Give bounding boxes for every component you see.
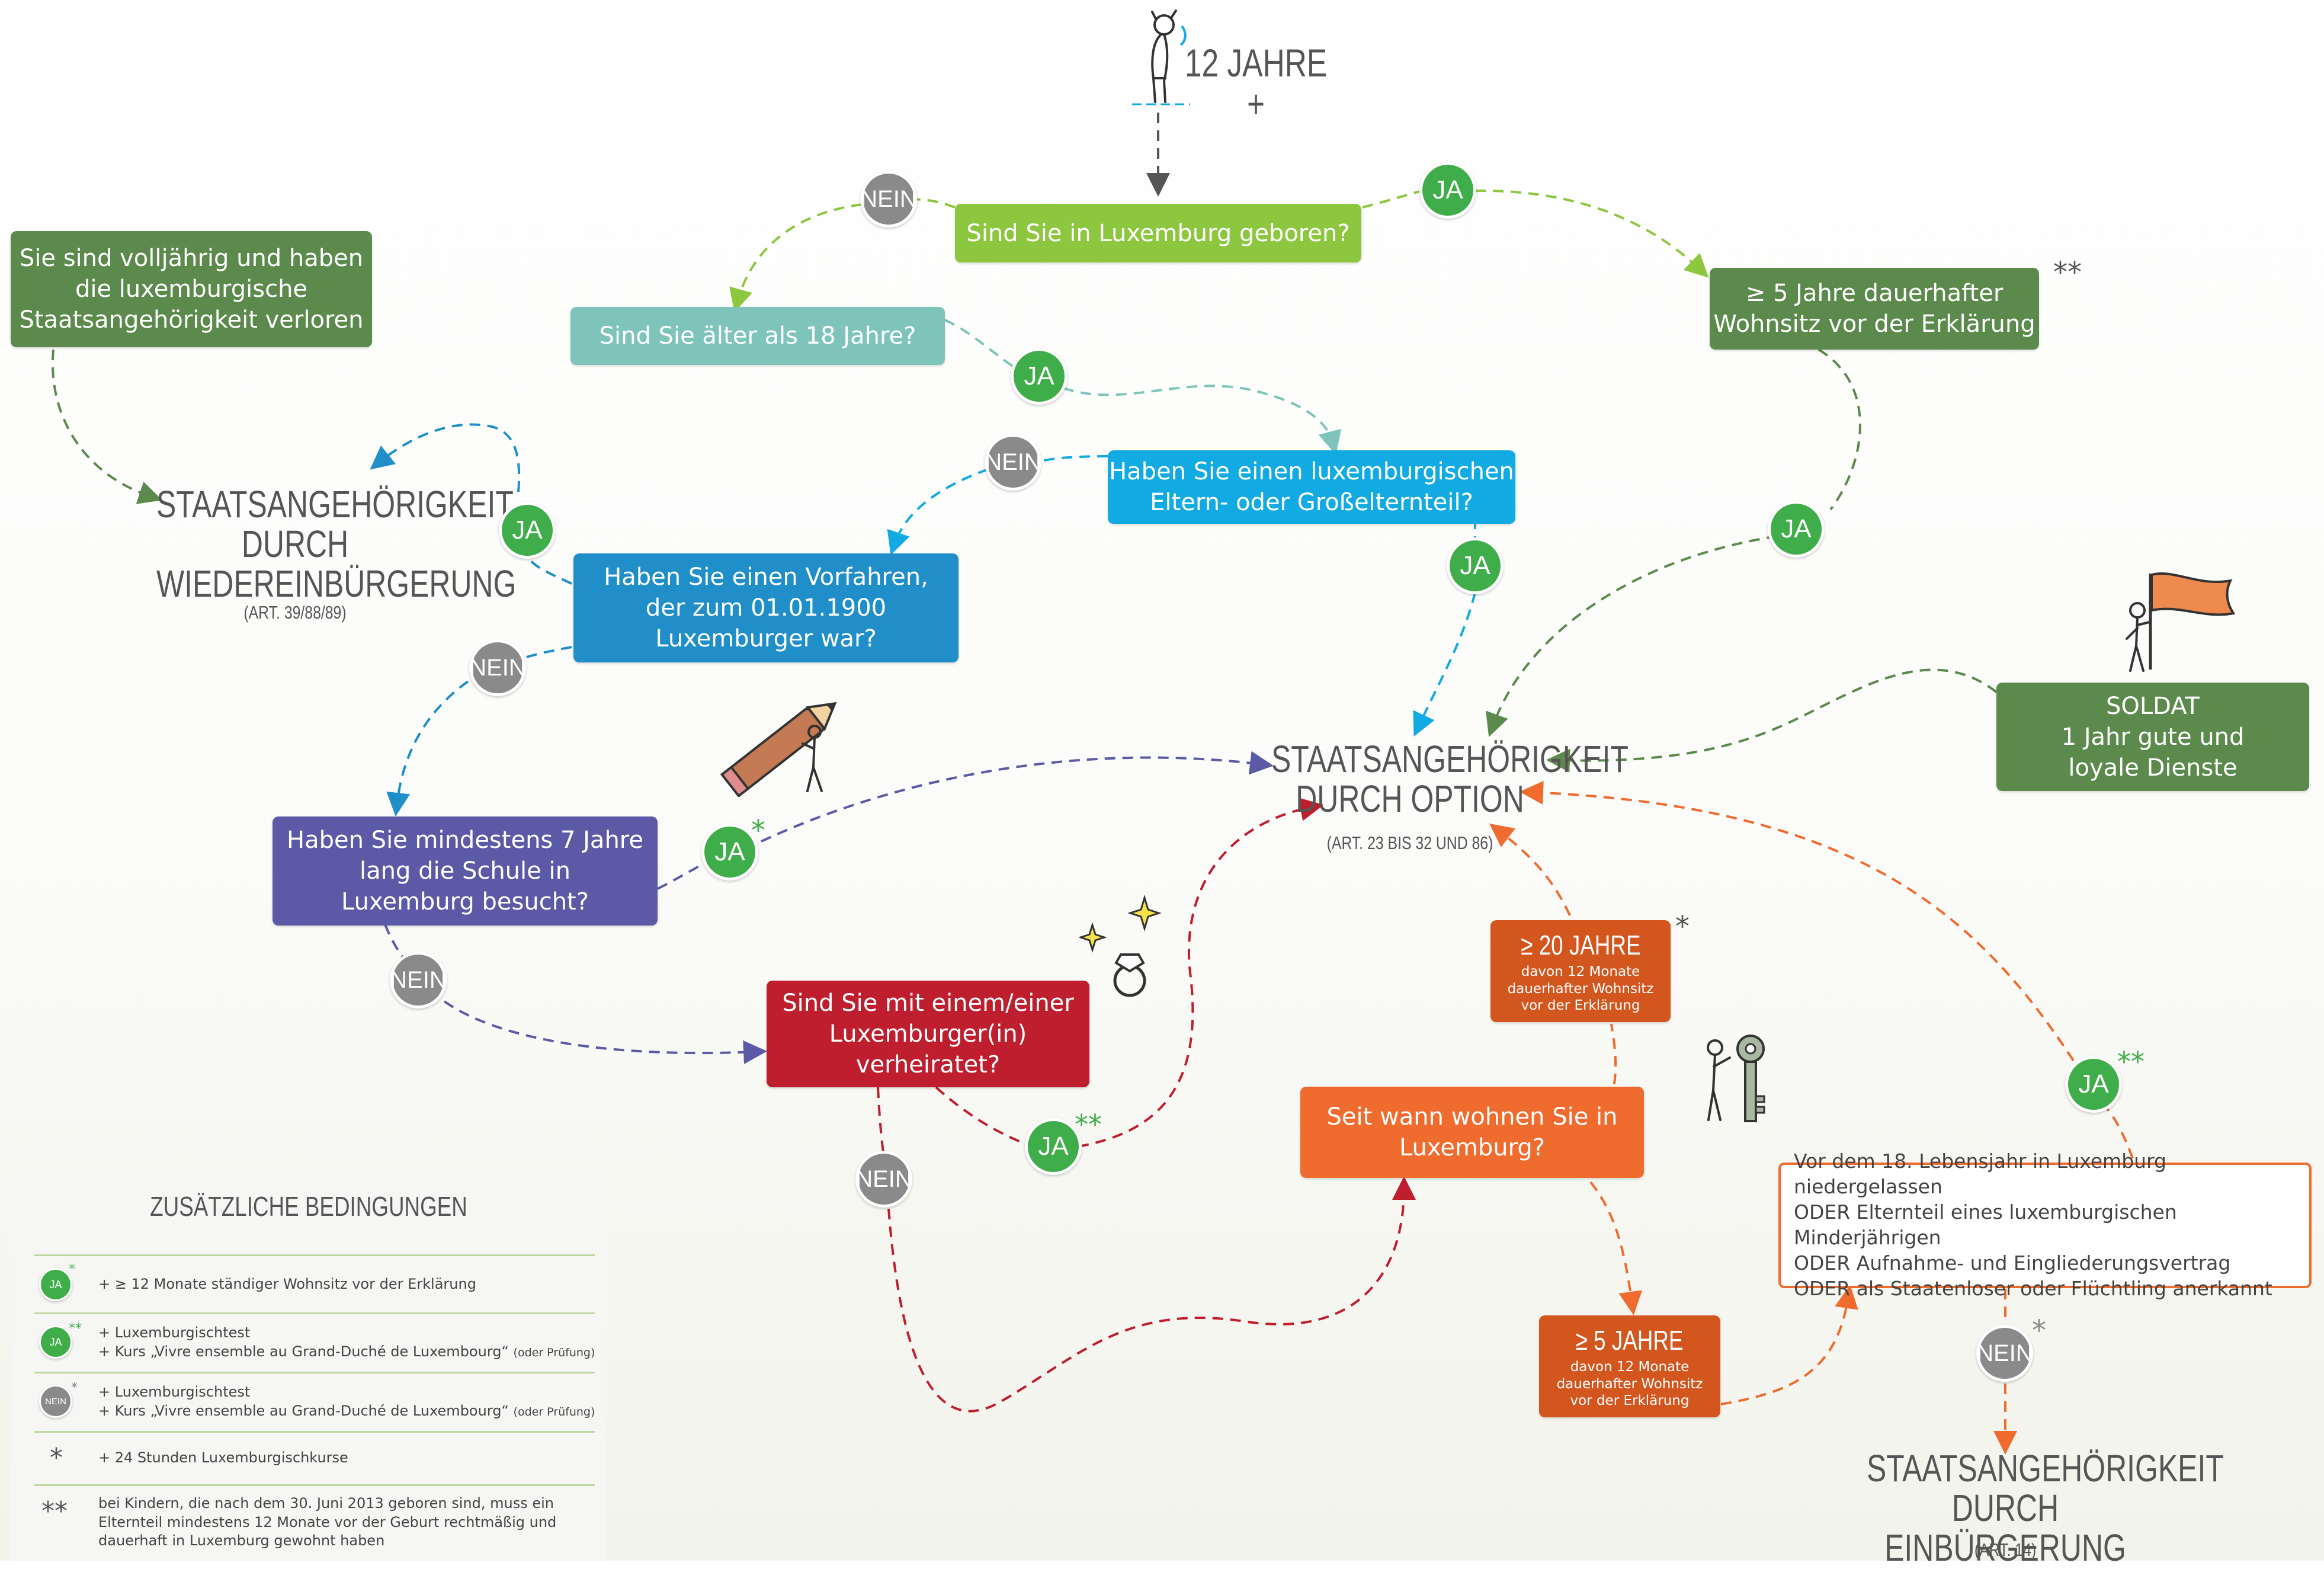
arrow-sincewhen-5 bbox=[1589, 1181, 1643, 1315]
badge-ja: JA bbox=[1768, 501, 1825, 558]
question-married: Sind Sie mit einem/einer Luxemburger(in)… bbox=[767, 981, 1089, 1087]
question-parent-luxembourgish: Haben Sie einen luxemburgischen Eltern- … bbox=[1108, 450, 1515, 524]
asterisk-mark: * bbox=[71, 1381, 78, 1395]
badge-ja: JA bbox=[701, 824, 758, 880]
arrow-fiveyears-ja bbox=[1817, 348, 1861, 511]
legend-row-2-line-1: + Luxemburgischtest bbox=[98, 1324, 251, 1341]
legend-row-3-line-1: + Luxemburgischtest bbox=[98, 1384, 251, 1400]
badge-ja: JA bbox=[1011, 348, 1068, 405]
asterisk-mark: ** bbox=[41, 1496, 68, 1526]
arrow-ja-parent bbox=[1063, 385, 1342, 455]
box-soldier: SOLDAT 1 Jahr gute und loyale Dienste bbox=[1996, 683, 2309, 791]
asterisk-mark: * bbox=[1675, 910, 1690, 943]
legend-badge-nein: NEIN bbox=[39, 1385, 72, 1418]
age-title: 12 JAHRE + bbox=[1184, 41, 1328, 126]
person-flag-icon bbox=[2121, 569, 2239, 678]
question-ancestor-1900: Haben Sie einen Vorfahren, der zum 01.01… bbox=[573, 553, 959, 662]
arrow-ja-reintegration bbox=[370, 423, 521, 492]
asterisk-mark: ** bbox=[2053, 256, 2082, 289]
badge-nein: NEIN bbox=[860, 171, 917, 228]
arrow-nein-ancestor bbox=[887, 468, 989, 555]
pencil-person-icon bbox=[714, 702, 850, 799]
asterisk-mark: * bbox=[2032, 1314, 2046, 1347]
legend-divider bbox=[34, 1431, 595, 1433]
legend-row-5-text: bei Kindern, die nach dem 30. Juni 2013 … bbox=[98, 1495, 557, 1549]
person-key-icon bbox=[1694, 1031, 1777, 1128]
asterisk-mark: * bbox=[69, 1262, 75, 1277]
asterisk-mark: * bbox=[50, 1443, 63, 1473]
box-nationality-lost: Sie sind volljährig und haben die luxemb… bbox=[11, 231, 372, 347]
badge-nein: NEIN bbox=[1976, 1325, 2033, 1382]
question-older-18: Sind Sie älter als 18 Jahre? bbox=[570, 307, 945, 365]
arrow-born-ja bbox=[1362, 190, 1422, 209]
legend-row-1-text: + ≥ 12 Monate ständiger Wohnsitz vor der… bbox=[98, 1276, 476, 1292]
legend-divider bbox=[34, 1312, 595, 1314]
arrow-sincewhen-20 bbox=[1610, 1023, 1617, 1085]
arrow-ja-option bbox=[1413, 592, 1476, 737]
outcome-option-title: STAATSANGEHÖRIGKEIT DURCH OPTION bbox=[1271, 738, 1629, 821]
badge-nein: NEIN bbox=[855, 1151, 912, 1208]
legend-panel: ZUSÄTZLICHE BEDINGUNGEN JA * + ≥ 12 Mona… bbox=[11, 1174, 607, 1561]
legend-row-3-line-2: + Kurs „Vivre ensemble au Grand-Duché de… bbox=[98, 1403, 595, 1419]
asterisk-mark: * bbox=[751, 814, 765, 847]
legend-badge-ja: JA bbox=[39, 1268, 72, 1301]
ring-icon bbox=[1078, 892, 1162, 1007]
outcome-naturalisation-article: (ART. 14) bbox=[1974, 1539, 2037, 1560]
badge-ja: JA bbox=[1419, 162, 1476, 219]
arrow-nein-school bbox=[386, 680, 469, 816]
outcome-reintegration-title: STAATSANGEHÖRIGKEIT DURCH WIEDEREINBÜRGE… bbox=[156, 483, 517, 606]
arrow-ja-option-2 bbox=[1486, 535, 1778, 737]
arrow-ancestor-nein bbox=[521, 646, 572, 660]
arrow-nein-older18 bbox=[729, 203, 863, 313]
legend-row-4-text: + 24 Stunden Luxemburgischkurse bbox=[98, 1449, 348, 1466]
badge-ja: JA bbox=[1025, 1118, 1082, 1175]
badge-ja: JA bbox=[2065, 1056, 2122, 1113]
legend-divider bbox=[34, 1254, 595, 1256]
legend-divider bbox=[34, 1372, 595, 1373]
arrow-parent-nein bbox=[1042, 455, 1108, 462]
arrow-5-conditions bbox=[1720, 1285, 1858, 1405]
box-20-years: ≥ 20 JAHRE davon 12 Monate dauerhafter W… bbox=[1490, 920, 1671, 1022]
arrow-nein-married bbox=[443, 1000, 767, 1064]
question-since-when: Seit wann wohnen Sie in Luxemburg? bbox=[1300, 1087, 1644, 1178]
legend-title: ZUSÄTZLICHE BEDINGUNGEN bbox=[150, 1191, 467, 1222]
box-five-years-residence: ≥ 5 Jahre dauerhafter Wohnsitz vor der E… bbox=[1710, 268, 2039, 350]
arrow-ja-fiveyears bbox=[1474, 189, 1709, 278]
legend-row-2-line-2: + Kurs „Vivre ensemble au Grand-Duché de… bbox=[98, 1343, 595, 1360]
badge-ja: JA bbox=[499, 502, 556, 559]
box-5-years: ≥ 5 JAHRE davon 12 Monate dauerhafter Wo… bbox=[1539, 1315, 1720, 1417]
arrow-older18-ja bbox=[944, 319, 1020, 372]
asterisk-mark: ** bbox=[2117, 1046, 2145, 1078]
badge-nein: NEIN bbox=[469, 639, 526, 696]
badge-nein: NEIN bbox=[985, 434, 1041, 491]
person-stretching-icon bbox=[1129, 7, 1194, 110]
legend-divider bbox=[34, 1484, 595, 1486]
badge-ja: JA bbox=[1447, 537, 1504, 594]
badge-nein: NEIN bbox=[390, 952, 447, 1008]
question-born-luxembourg: Sind Sie in Luxemburg geboren? bbox=[955, 204, 1361, 262]
outcome-reintegration-article: (ART. 39/88/89) bbox=[243, 602, 347, 623]
asterisk-mark: ** bbox=[69, 1321, 82, 1336]
outcome-option-article: (ART. 23 BIS 32 UND 86) bbox=[1326, 832, 1493, 853]
legend-badge-ja: JA bbox=[39, 1325, 72, 1359]
arrow-lost-reintegration bbox=[52, 349, 162, 504]
arrow-nein-sincewhen bbox=[887, 1176, 1416, 1413]
arrow-married-nein bbox=[877, 1087, 885, 1156]
arrow-married-ja bbox=[935, 1086, 1025, 1145]
box-conditions: Vor dem 18. Lebensjahr in Luxemburg nied… bbox=[1778, 1149, 2312, 1300]
asterisk-mark: ** bbox=[1075, 1109, 1102, 1141]
question-school-7-years: Haben Sie mindestens 7 Jahre lang die Sc… bbox=[273, 816, 658, 926]
